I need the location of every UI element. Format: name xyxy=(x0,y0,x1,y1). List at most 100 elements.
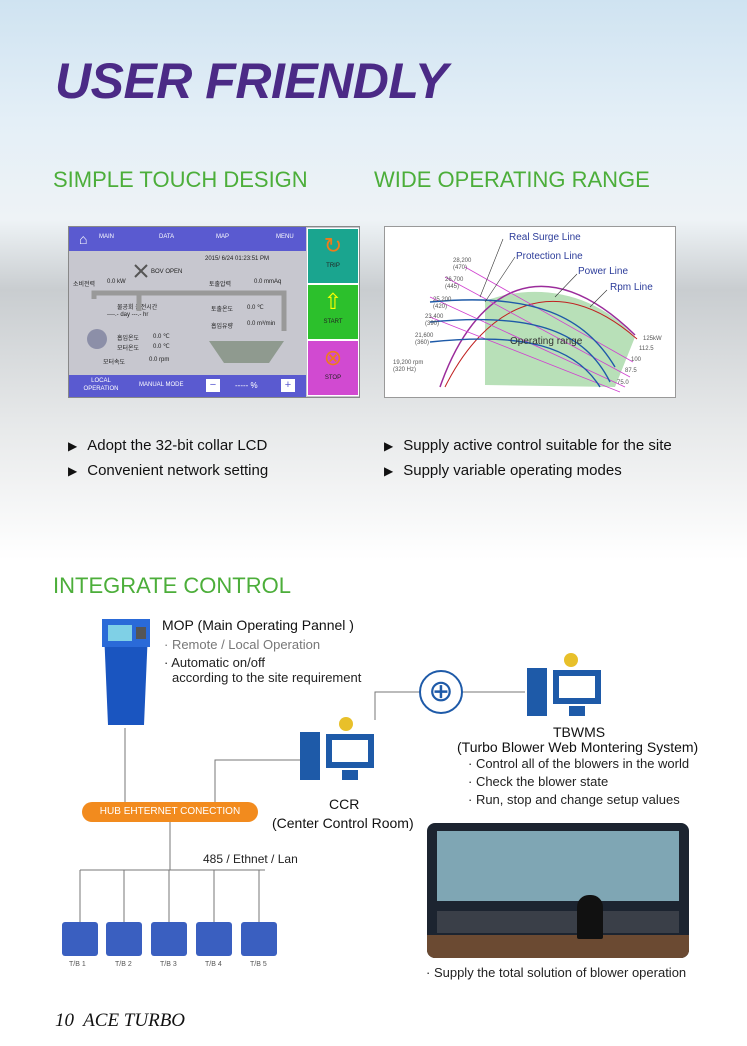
lcd-screen-image: MAIN DATA MAP MENU ⌂ ↻ TRIP ⇧ START ⊗ ST… xyxy=(68,226,360,398)
brand-name: ACE TURBO xyxy=(83,1010,186,1031)
graph-y-tick: 26,700 (445) xyxy=(445,277,464,290)
blower-unit-icon xyxy=(196,922,232,958)
mop-item: · Automatic on/off xyxy=(164,655,265,670)
blower-unit-icon xyxy=(151,922,187,958)
lcd-value: ----.- day ---.- hr xyxy=(107,312,149,318)
lcd-label: 흡입유량 xyxy=(211,324,234,330)
lcd-bottom-bar: LOCAL OPERATION MANUAL MODE − ----- % + xyxy=(69,375,306,397)
graph-label-protection: Protection Line xyxy=(516,251,583,262)
lcd-value: 0.0 m³/min xyxy=(247,321,276,327)
lcd-value: 0.0 ℃ xyxy=(153,344,170,350)
minus-icon: − xyxy=(206,379,220,392)
lcd-label: 토출압력 xyxy=(209,282,232,288)
lcd-value: 0.0 mmAq xyxy=(254,279,282,285)
lcd-percent: ----- % xyxy=(235,381,258,390)
tbwms-item: · Check the blower state xyxy=(468,774,609,789)
lcd-label: 토출온도 xyxy=(211,307,234,313)
close-icon: ⊗ xyxy=(323,345,343,370)
graph-label-rpm: Rpm Line xyxy=(610,282,653,293)
graph-y-tick: 25,200 (420) xyxy=(433,297,452,310)
graph-x-tick: 87.5 xyxy=(625,368,637,374)
lcd-tab-bar: MAIN DATA MAP MENU ⌂ xyxy=(69,227,306,251)
mop-kiosk-icon xyxy=(102,619,150,725)
lcd-value: 0.0 ℃ xyxy=(247,305,264,311)
lcd-manual-mode: MANUAL MODE xyxy=(139,382,184,388)
photo-caption: · Supply the total solution of blower op… xyxy=(426,965,687,980)
lcd-tab-data: DATA xyxy=(159,234,175,240)
graph-label-surge: Real Surge Line xyxy=(509,232,581,243)
bullet-text: Adopt the 32-bit collar LCD xyxy=(87,437,268,454)
lcd-tab-main: MAIN xyxy=(99,234,114,240)
graph-x-tick: 100 xyxy=(631,357,642,363)
arrow-up-icon: ⇧ xyxy=(323,289,343,314)
lcd-datetime: 2015/ 6/24 01:23:51 PM xyxy=(205,256,270,262)
graph-y-tick: 28,200 (470) xyxy=(453,258,472,271)
bullet-text: Convenient network setting xyxy=(87,462,269,479)
control-room-photo xyxy=(427,823,689,958)
graph-region-label: Operating range xyxy=(510,336,583,347)
blower-unit-icon xyxy=(241,922,277,958)
section-integrate-heading: INTEGRATE CONTROL xyxy=(53,573,291,598)
blower-label: T/B 4 xyxy=(205,961,222,968)
plus-icon: + xyxy=(281,379,295,392)
bullet-left-1: ▶ Adopt the 32-bit collar LCD xyxy=(68,437,267,454)
tbwms-title: TBWMS xyxy=(553,724,606,740)
triangle-bullet-icon: ▶ xyxy=(68,464,78,478)
blower-label: T/B 5 xyxy=(250,961,267,968)
triangle-bullet-icon: ▶ xyxy=(68,439,78,453)
section-touch-heading: SIMPLE TOUCH DESIGN xyxy=(53,167,308,192)
lcd-pipe-diagram xyxy=(87,264,287,363)
bullet-right-1: ▶ Supply active control suitable for the … xyxy=(384,437,672,454)
lcd-trip-button: ↻ TRIP xyxy=(307,228,359,284)
tbwms-subtitle: (Turbo Blower Web Montering System) xyxy=(457,739,699,755)
mop-title: MOP (Main Operating Pannel ) xyxy=(162,617,354,633)
tbwms-item: · Run, stop and change setup values xyxy=(468,792,680,807)
ccr-subtitle: (Center Control Room) xyxy=(272,815,414,831)
tbwms-computer-icon xyxy=(527,653,601,716)
refresh-icon: ↻ xyxy=(323,233,343,258)
page-title: USER FRIENDLY xyxy=(55,53,448,109)
graph-label-power: Power Line xyxy=(578,266,629,277)
home-icon: ⌂ xyxy=(79,231,88,247)
lcd-start-button: ⇧ START xyxy=(307,284,359,340)
blower-label: T/B 3 xyxy=(160,961,177,968)
tbwms-item: · Control all of the blowers in the worl… xyxy=(468,756,690,771)
bullet-text: Supply active control suitable for the s… xyxy=(403,437,672,454)
photo-desk xyxy=(427,935,689,958)
graph-y-tick: 19,200 rpm (320 Hz) xyxy=(393,360,424,373)
operating-range-plot xyxy=(429,238,638,393)
bullet-text: Supply variable operating modes xyxy=(403,462,622,479)
graph-y-tick: 23,400 (390) xyxy=(425,314,444,327)
page-number: 10 xyxy=(55,1010,74,1031)
graph-x-tick: 75.0 xyxy=(617,380,629,386)
ccr-title: CCR xyxy=(329,796,360,812)
photo-monitors xyxy=(437,911,679,933)
blower-label: T/B 2 xyxy=(115,961,132,968)
graph-x-tick: 112.5 xyxy=(639,346,654,352)
blower-label: T/B 1 xyxy=(69,961,86,968)
globe-icon: ⊕ xyxy=(419,670,463,714)
lcd-label: 모터온도 xyxy=(117,346,140,352)
mop-item: according to the site requirement xyxy=(172,670,362,685)
lcd-local-op: LOCAL OPERATION xyxy=(83,378,119,392)
hub-ethernet-badge: HUB EHTERNET CONECTION xyxy=(82,802,258,822)
network-label: 485 / Ethnet / Lan xyxy=(203,852,298,866)
lcd-label: 소비전력 xyxy=(73,282,96,288)
bullet-right-2: ▶ Supply variable operating modes xyxy=(384,462,622,479)
mop-item: · Remote / Local Operation xyxy=(164,637,321,652)
lcd-start-label: START xyxy=(323,319,343,325)
lcd-trip-label: TRIP xyxy=(326,263,340,269)
graph-x-tick: 125kW xyxy=(643,336,662,342)
page-footer: 10 ACE TURBO xyxy=(55,1010,185,1032)
lcd-stop-label: STOP xyxy=(324,375,342,381)
operating-range-graph: Real Surge Line Protection Line Power Li… xyxy=(384,226,676,398)
lcd-value: 0.0 kW xyxy=(107,279,126,285)
lcd-tab-map: MAP xyxy=(216,234,230,240)
lcd-value: 0.0 ℃ xyxy=(153,334,170,340)
section-range-heading: WIDE OPERATING RANGE xyxy=(374,167,650,192)
lcd-value: 0.0 rpm xyxy=(149,357,170,363)
triangle-bullet-icon: ▶ xyxy=(384,439,394,453)
triangle-bullet-icon: ▶ xyxy=(384,464,394,478)
lcd-tab-menu: MENU xyxy=(276,234,294,240)
lcd-stop-button: ⊗ STOP xyxy=(307,340,359,396)
